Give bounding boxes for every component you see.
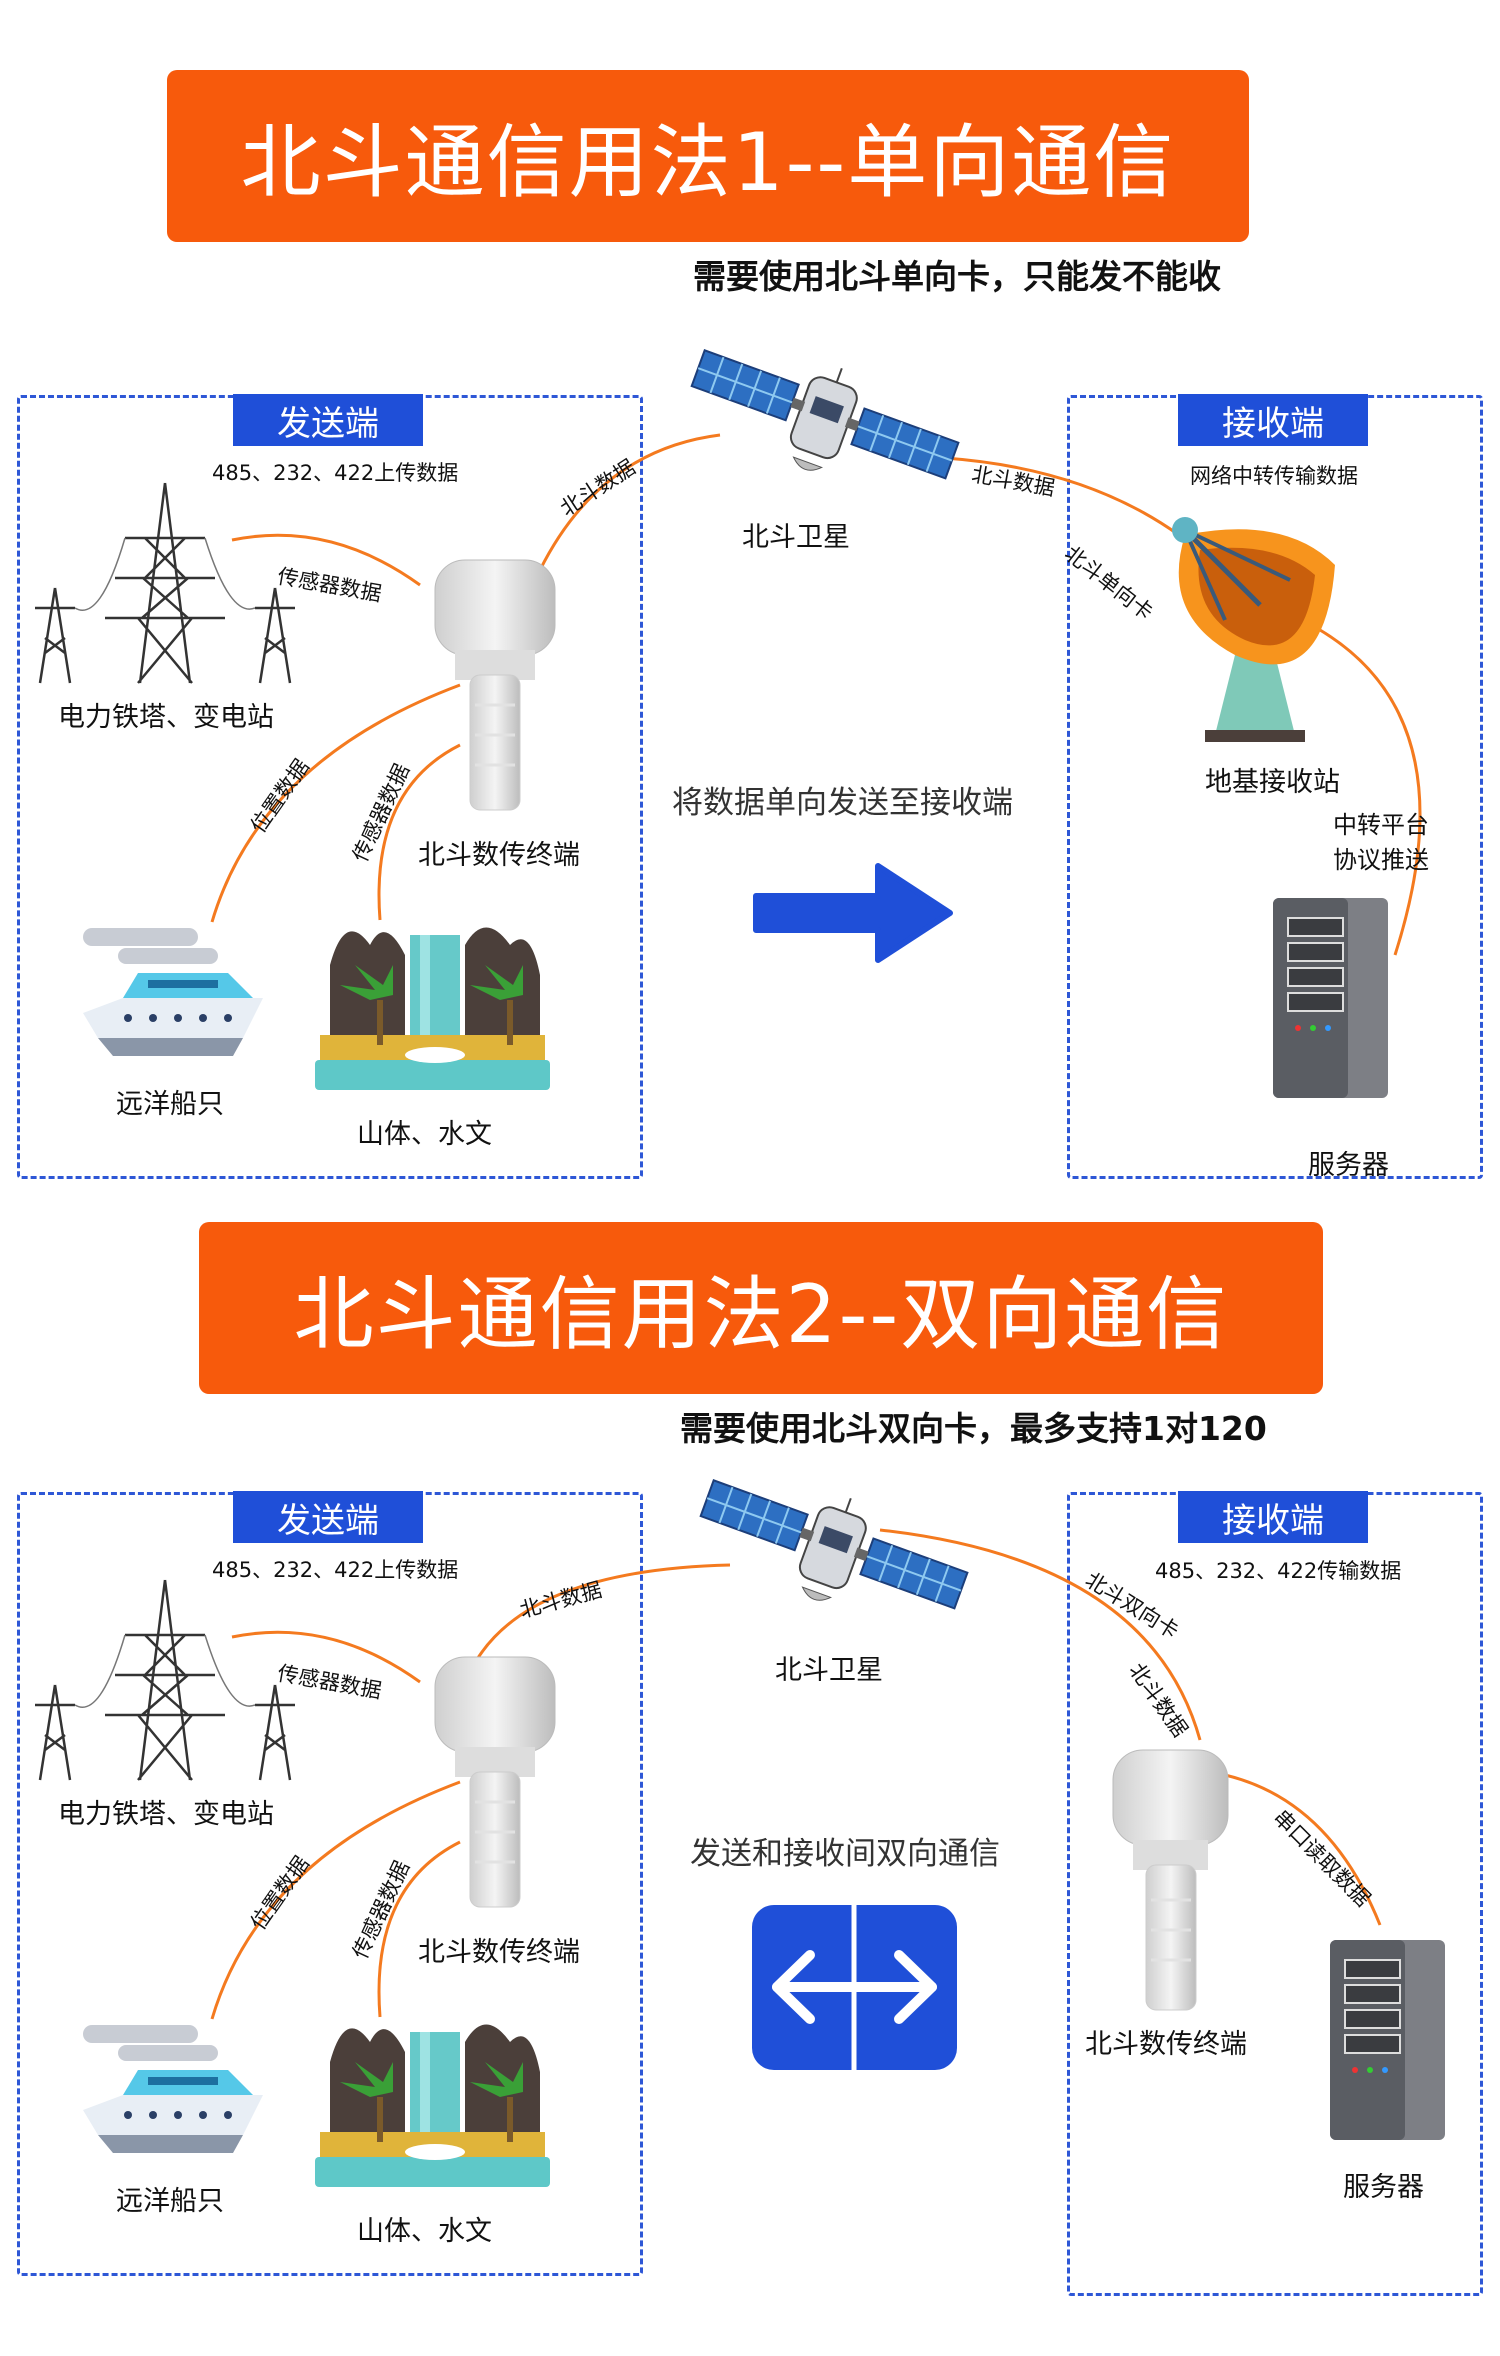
right-arrow-icon [753,863,953,963]
section1-relay-line2: 协议推送 [1333,846,1429,874]
section1-net-note: 网络中转传输数据 [1190,464,1358,488]
section2-receiver-terminal-label: 北斗数传终端 [1085,2029,1247,2060]
section2-terminal-label: 北斗数传终端 [418,1937,580,1968]
section2-middle-text: 发送和接收间双向通信 [690,1836,1000,1872]
section2-satellite-label: 北斗卫星 [775,1655,883,1686]
section1-title: 北斗通信用法1--单向通信 [240,116,1176,209]
section2-ship-label: 远洋船只 [116,2186,224,2217]
section2-subtitle: 需要使用北斗双向卡，最多支持1对120 [680,1409,1267,1448]
section1-relay-line1: 中转平台 [1333,811,1429,839]
section2-tower-label: 电力铁塔、变电站 [58,1799,274,1830]
curve2-ship-to-terminal [210,1780,461,2020]
section1-ship-label: 远洋船只 [116,1089,224,1120]
section2-sender-tag: 发送端 [233,1491,423,1543]
section1-receiver-tag: 接收端 [1178,394,1368,446]
section2-transfer-note: 485、232、422传输数据 [1155,1559,1402,1583]
curve2-terminal-to-satellite [468,1563,731,1673]
section1-station-label: 地基接收站 [1205,767,1340,798]
mountain-waterfall-icon [315,2024,550,2187]
server-icon [1330,1940,1445,2140]
curve-mountain-to-terminal [377,743,461,921]
section1-satellite-label: 北斗卫星 [742,522,850,553]
section1-terminal-label: 北斗数传终端 [418,840,580,871]
curve2-receiver-terminal-to-server [1224,1773,1382,1926]
mountain-waterfall-icon [315,927,550,1090]
section1-tower-label: 电力铁塔、变电站 [58,702,274,733]
section1-title-banner: 北斗通信用法1--单向通信 [167,70,1249,242]
curve-ship-to-terminal [210,683,461,923]
terminal-device-icon [1112,1749,1229,2011]
section1-subtitle: 需要使用北斗单向卡，只能发不能收 [693,257,1221,296]
curve-terminal-to-satellite [538,433,721,571]
curve2-tower-to-terminal [231,1630,421,1684]
curve-station-to-server [1319,628,1422,956]
section1-sender-tag: 发送端 [233,394,423,446]
curve2-mountain-to-terminal [377,1840,461,2018]
satellite-icon [690,349,960,480]
section2-server-label: 服务器 [1343,2172,1424,2203]
bidirectional-arrow-icon [752,1905,957,2070]
section1-upload-note: 485、232、422上传数据 [212,461,459,485]
curve-tower-to-terminal [231,533,421,587]
power-tower-icon [35,1579,295,1781]
terminal-device-icon [434,559,556,811]
section2-title-banner: 北斗通信用法2--双向通信 [199,1222,1323,1394]
power-tower-icon [35,482,295,684]
section1-server-label: 服务器 [1308,1150,1389,1181]
ship-icon [83,2025,263,2153]
section1-middle-text: 将数据单向发送至接收端 [672,785,1013,821]
dish-antenna-icon [1172,517,1335,742]
section2-mountain-label: 山体、水文 [357,2216,492,2247]
curve2-satellite-to-receiver-terminal [879,1528,1202,1741]
section2-upload-note: 485、232、422上传数据 [212,1558,459,1582]
section1-mountain-label: 山体、水文 [357,1119,492,1150]
server-icon [1273,898,1388,1098]
satellite-icon [699,1479,969,1610]
ship-icon [83,928,263,1056]
section2-title: 北斗通信用法2--双向通信 [293,1268,1229,1361]
section2-receiver-tag: 接收端 [1178,1491,1368,1543]
terminal-device-icon [434,1656,556,1908]
